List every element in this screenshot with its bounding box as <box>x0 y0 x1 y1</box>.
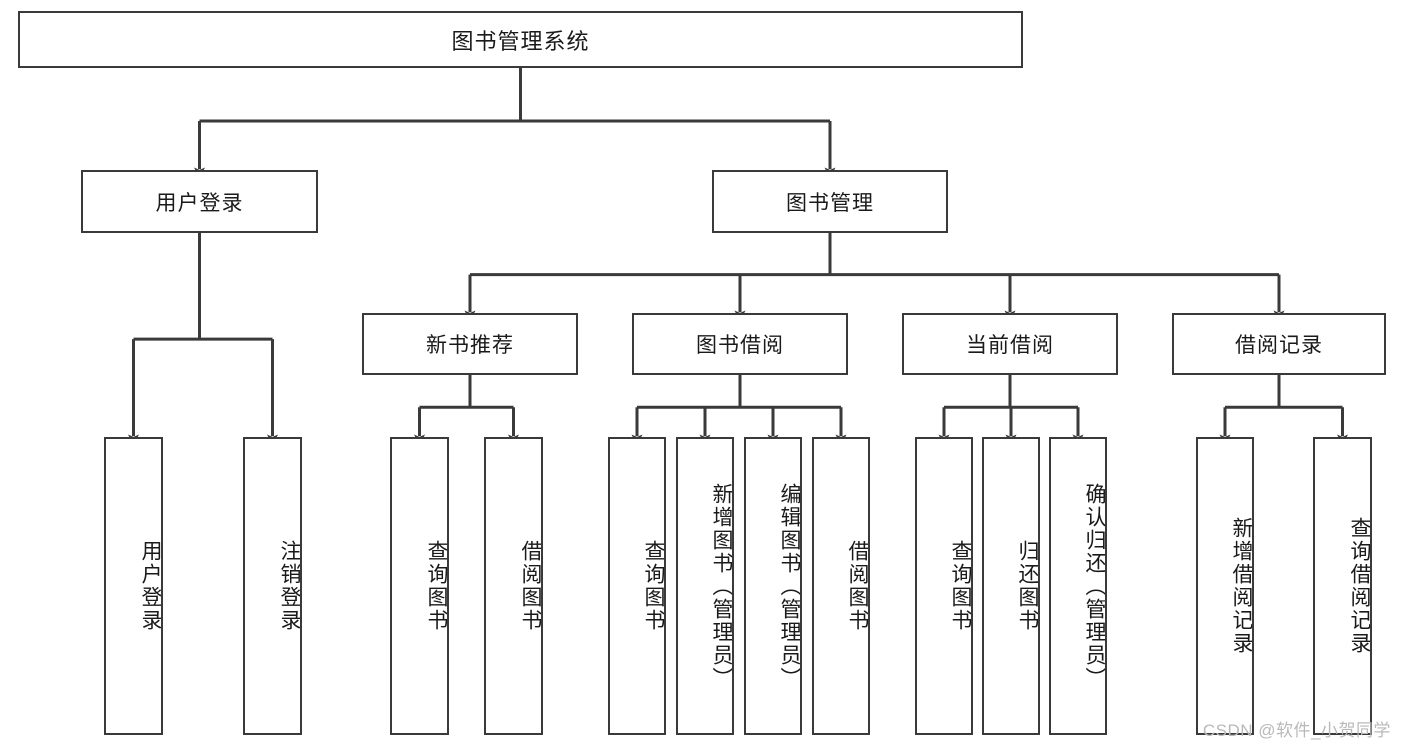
node-leaf-return-book-label: 归还图书 <box>1016 540 1039 632</box>
node-leaf-logout-login[interactable]: 注销登录 <box>243 437 302 735</box>
node-leaf-return-book[interactable]: 归还图书 <box>982 437 1040 735</box>
watermark: CSDN @软件_小贺同学 <box>1202 721 1391 740</box>
node-leaf-query-borrow-record[interactable]: 查询借阅记录 <box>1313 437 1372 735</box>
node-current-borrow-label: 当前借阅 <box>966 334 1054 357</box>
node-new-book-recommend[interactable]: 新书推荐 <box>362 313 578 375</box>
node-new-book-recommend-label: 新书推荐 <box>426 334 514 357</box>
node-root[interactable]: 图书管理系统 <box>18 11 1023 68</box>
node-user-login-label: 用户登录 <box>155 191 244 215</box>
node-current-borrow[interactable]: 当前借阅 <box>902 313 1118 375</box>
node-leaf-user-login-label: 用户登录 <box>139 540 162 632</box>
node-leaf-query-book-3-label: 查询图书 <box>949 540 972 632</box>
node-leaf-borrow-book-2[interactable]: 借阅图书 <box>812 437 870 735</box>
node-user-login[interactable]: 用户登录 <box>81 170 318 233</box>
node-leaf-edit-book-label: 编辑图书（管理员） <box>778 482 801 690</box>
node-leaf-query-book-2-label: 查询图书 <box>642 540 665 632</box>
node-leaf-borrow-book-2-label: 借阅图书 <box>846 540 869 632</box>
node-leaf-query-book-2[interactable]: 查询图书 <box>608 437 666 735</box>
node-leaf-add-borrow-record[interactable]: 新增借阅记录 <box>1196 437 1254 735</box>
node-leaf-confirm-return[interactable]: 确认归还（管理员） <box>1049 437 1107 735</box>
node-leaf-query-borrow-record-label: 查询借阅记录 <box>1348 517 1371 655</box>
node-leaf-edit-book[interactable]: 编辑图书（管理员） <box>744 437 802 735</box>
node-leaf-query-book-1-label: 查询图书 <box>425 540 448 632</box>
node-leaf-confirm-return-label: 确认归还（管理员） <box>1083 482 1106 690</box>
node-borrow-record-label: 借阅记录 <box>1235 334 1323 357</box>
node-leaf-add-borrow-record-label: 新增借阅记录 <box>1230 517 1253 655</box>
node-leaf-borrow-book-1-label: 借阅图书 <box>519 540 542 632</box>
node-leaf-query-book-1[interactable]: 查询图书 <box>390 437 449 735</box>
node-leaf-query-book-3[interactable]: 查询图书 <box>915 437 973 735</box>
node-book-borrow-label: 图书借阅 <box>696 334 784 357</box>
node-book-borrow[interactable]: 图书借阅 <box>632 313 848 375</box>
node-leaf-borrow-book-1[interactable]: 借阅图书 <box>484 437 543 735</box>
node-root-label: 图书管理系统 <box>451 28 590 54</box>
node-book-manage-label: 图书管理 <box>786 191 874 215</box>
node-leaf-add-book-label: 新增图书（管理员） <box>710 482 733 690</box>
node-book-manage[interactable]: 图书管理 <box>712 170 948 233</box>
node-leaf-add-book[interactable]: 新增图书（管理员） <box>676 437 734 735</box>
node-leaf-user-login[interactable]: 用户登录 <box>104 437 163 735</box>
node-borrow-record[interactable]: 借阅记录 <box>1172 313 1386 375</box>
node-leaf-logout-login-label: 注销登录 <box>278 540 301 632</box>
